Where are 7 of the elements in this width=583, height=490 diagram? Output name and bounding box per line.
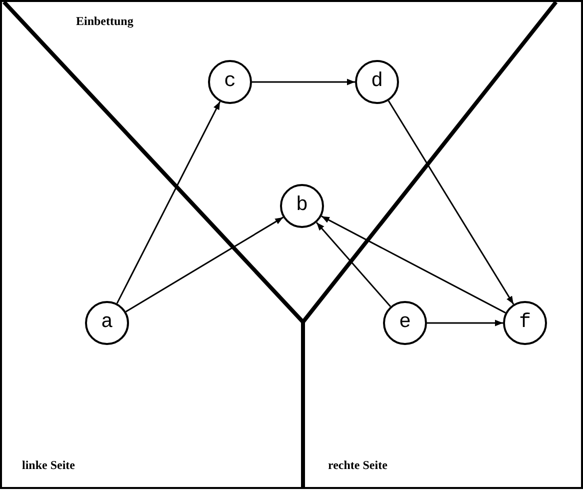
- arrow: [252, 78, 355, 86]
- arrow: [116, 101, 221, 304]
- arrow: [125, 216, 284, 312]
- arrow: [316, 222, 392, 307]
- arrow: [388, 100, 514, 305]
- arrow: [321, 216, 506, 314]
- arrow: [427, 320, 503, 326]
